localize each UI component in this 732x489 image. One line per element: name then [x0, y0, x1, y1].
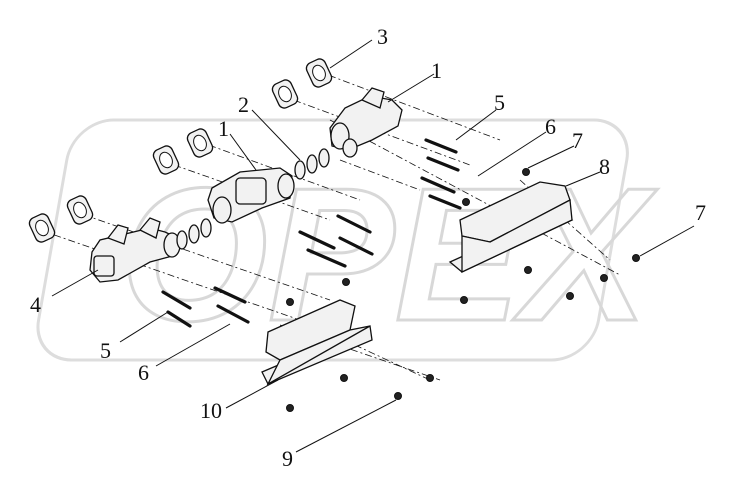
- gasket: [28, 213, 56, 243]
- label-6-top: 6: [545, 114, 556, 139]
- manifold-front-section: [89, 217, 181, 283]
- manifold-rear-section: [329, 87, 403, 158]
- watermark: OPEX: [36, 118, 660, 363]
- label-6: 6: [138, 360, 149, 385]
- manifold-middle-section: [207, 167, 295, 224]
- leader-lines: [51, 39, 695, 453]
- label-1: 1: [218, 116, 229, 141]
- heat-shield-left: [261, 299, 373, 386]
- bolt-group: [161, 138, 462, 328]
- gasket: [271, 79, 299, 109]
- gasket: [305, 58, 333, 88]
- label-7-top: 7: [572, 128, 583, 153]
- sealing-rings: [176, 148, 330, 250]
- gasket: [186, 128, 214, 158]
- label-7-right: 7: [695, 200, 706, 225]
- gasket-group: [28, 58, 333, 243]
- heat-shield-right: [448, 181, 574, 274]
- label-3: 3: [377, 24, 388, 49]
- label-8: 8: [599, 154, 610, 179]
- label-2: 2: [238, 92, 249, 117]
- label-10: 10: [200, 398, 222, 423]
- callout-labels: 3 1 2 1 5 6 7 8 7 4 5 6 10 9: [30, 24, 706, 471]
- label-1-top: 1: [431, 58, 442, 83]
- label-5-top: 5: [494, 90, 505, 115]
- gasket: [152, 145, 180, 175]
- label-9: 9: [282, 446, 293, 471]
- screws: [286, 168, 640, 412]
- watermark-text: OPEX: [120, 149, 658, 361]
- label-5: 5: [100, 338, 111, 363]
- label-4: 4: [30, 292, 41, 317]
- gasket: [66, 195, 94, 225]
